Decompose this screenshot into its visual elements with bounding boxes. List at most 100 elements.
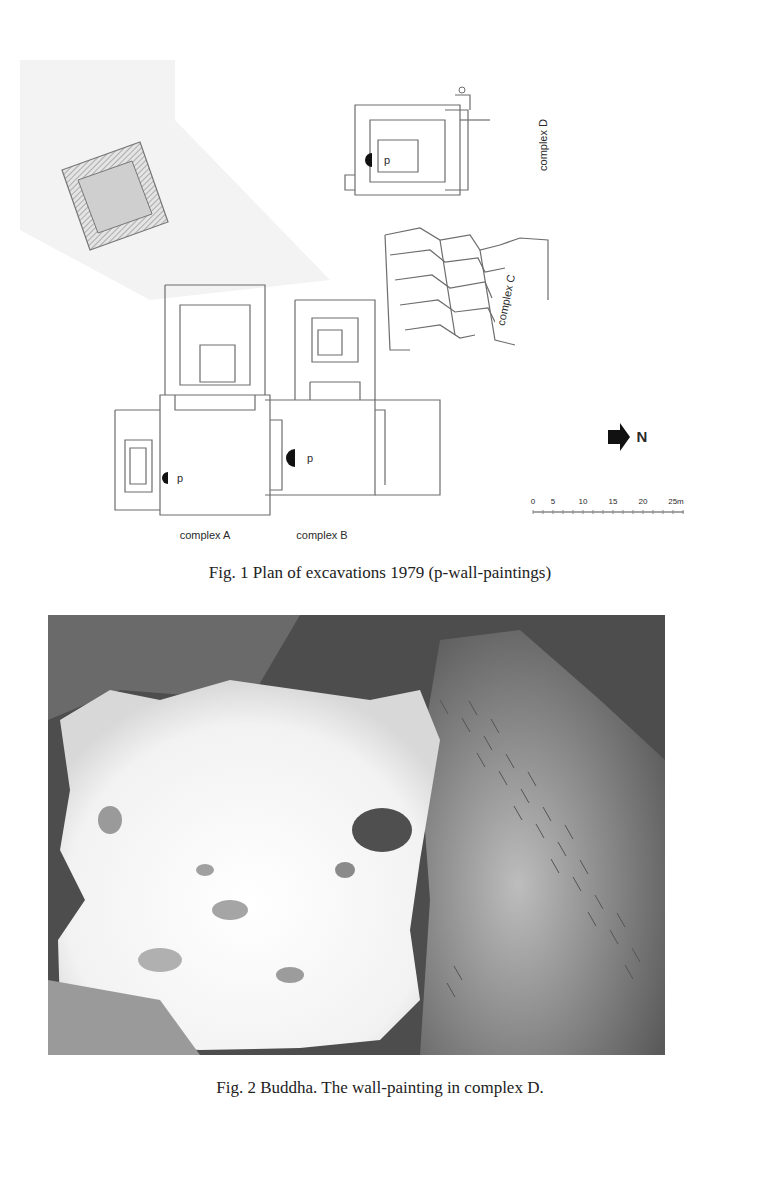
scale-tick: [653, 510, 654, 514]
surface-crack: [484, 736, 492, 750]
wall-outline: [395, 275, 492, 298]
wall-outline: [445, 110, 468, 190]
scale-tick: [583, 510, 584, 514]
wall-outline: [175, 395, 255, 410]
hatched-structure: [62, 142, 168, 250]
north-label: N: [636, 429, 649, 446]
scale-tick: [593, 510, 594, 514]
wall-outline: [265, 400, 375, 495]
surface-crack: [447, 983, 455, 997]
plaster-loss: [138, 948, 182, 972]
scale-tick: [673, 510, 674, 514]
scale-tick: [533, 510, 534, 514]
scale-number: 10: [578, 498, 589, 507]
surface-crack: [595, 895, 603, 909]
surface-crack: [514, 806, 522, 820]
surface-crack: [462, 718, 470, 732]
wall-outline: [295, 300, 375, 400]
wall-outline: [385, 235, 410, 350]
plaster-loss: [276, 967, 304, 983]
plaster-loss: [335, 862, 355, 878]
surface-crack: [454, 966, 462, 980]
photograph: [48, 615, 665, 1055]
complex-label: complex B: [295, 529, 348, 541]
wall-outline: [460, 119, 490, 120]
complex-label: complex D: [537, 118, 549, 172]
surface-crack: [632, 948, 640, 962]
scale-line: [533, 511, 684, 513]
figure-caption: Fig. 2 Buddha. The wall-painting in comp…: [40, 1078, 720, 1098]
wall-outline: [318, 330, 342, 355]
plaster-loss: [352, 808, 412, 852]
surface-crack: [440, 700, 448, 714]
scale-tick: [633, 510, 634, 514]
scale-tick: [553, 510, 554, 514]
scale-bar: [533, 510, 684, 514]
scale-tick: [603, 510, 604, 514]
surface-crack: [499, 771, 507, 785]
surface-crack: [521, 789, 529, 803]
scale-number: 0: [530, 498, 536, 507]
hatched-structure-core: [78, 161, 152, 233]
photo-corner: [48, 980, 200, 1055]
wall-outline: [400, 300, 495, 322]
surface-crack: [506, 754, 514, 768]
wall-painting-marker: [365, 153, 372, 167]
painting-mark: p: [383, 154, 391, 166]
figure-caption: Fig. 1 Plan of excavations 1979 (p-wall-…: [40, 563, 720, 583]
surface-crack: [469, 701, 477, 715]
wall-outline: [385, 228, 500, 250]
complex-label: complex C: [494, 272, 517, 327]
wall-outline: [455, 95, 470, 110]
wall-outline: [200, 345, 235, 382]
surface-crack: [588, 912, 596, 926]
scale-tick: [543, 510, 544, 514]
scale-number: 15: [608, 498, 619, 507]
wall-outline: [310, 382, 360, 400]
surface-crack: [565, 825, 573, 839]
scale-tick: [623, 510, 624, 514]
wall-painting-marker: [286, 449, 295, 467]
wall-painting-marker: [162, 472, 168, 484]
photo-ground: [48, 615, 665, 1055]
scale-number: 5: [550, 498, 556, 507]
wall-outline: [378, 140, 418, 172]
surface-crack: [573, 877, 581, 891]
wall-outline: [370, 120, 445, 182]
complex-label: complex A: [179, 529, 232, 541]
surface-crack: [551, 859, 559, 873]
surface-crack: [625, 965, 633, 979]
wall-outline: [375, 410, 385, 485]
scale-tick: [643, 510, 644, 514]
surface-crack: [536, 824, 544, 838]
surface-crack: [617, 913, 625, 927]
scale-tick: [563, 510, 564, 514]
wall-outline: [345, 175, 355, 190]
site-plan: [20, 60, 684, 515]
wall-outline: [180, 305, 250, 385]
wall-outline: [390, 250, 505, 272]
painting-mark: p: [176, 472, 184, 484]
painting-mark: p: [306, 452, 314, 464]
scale-tick: [683, 510, 684, 514]
wall-outline: [375, 400, 440, 495]
wall-outline: [160, 395, 270, 515]
north-arrow: [608, 423, 630, 451]
wall-outline: [440, 240, 455, 335]
surface-crack: [610, 930, 618, 944]
wall-outline: [355, 105, 460, 195]
wall-outline: [130, 448, 146, 484]
surface-crack: [580, 860, 588, 874]
wall-outline: [405, 325, 475, 338]
surface-crack: [528, 772, 536, 786]
plaster-loss: [212, 900, 248, 920]
surface-crack: [543, 807, 551, 821]
scale-tick: [663, 510, 664, 514]
stippled-area: [20, 60, 330, 300]
plaster-loss: [196, 864, 214, 876]
plaster-surface: [420, 630, 665, 1055]
wall-outline: [115, 410, 160, 510]
surface-crack: [558, 842, 566, 856]
